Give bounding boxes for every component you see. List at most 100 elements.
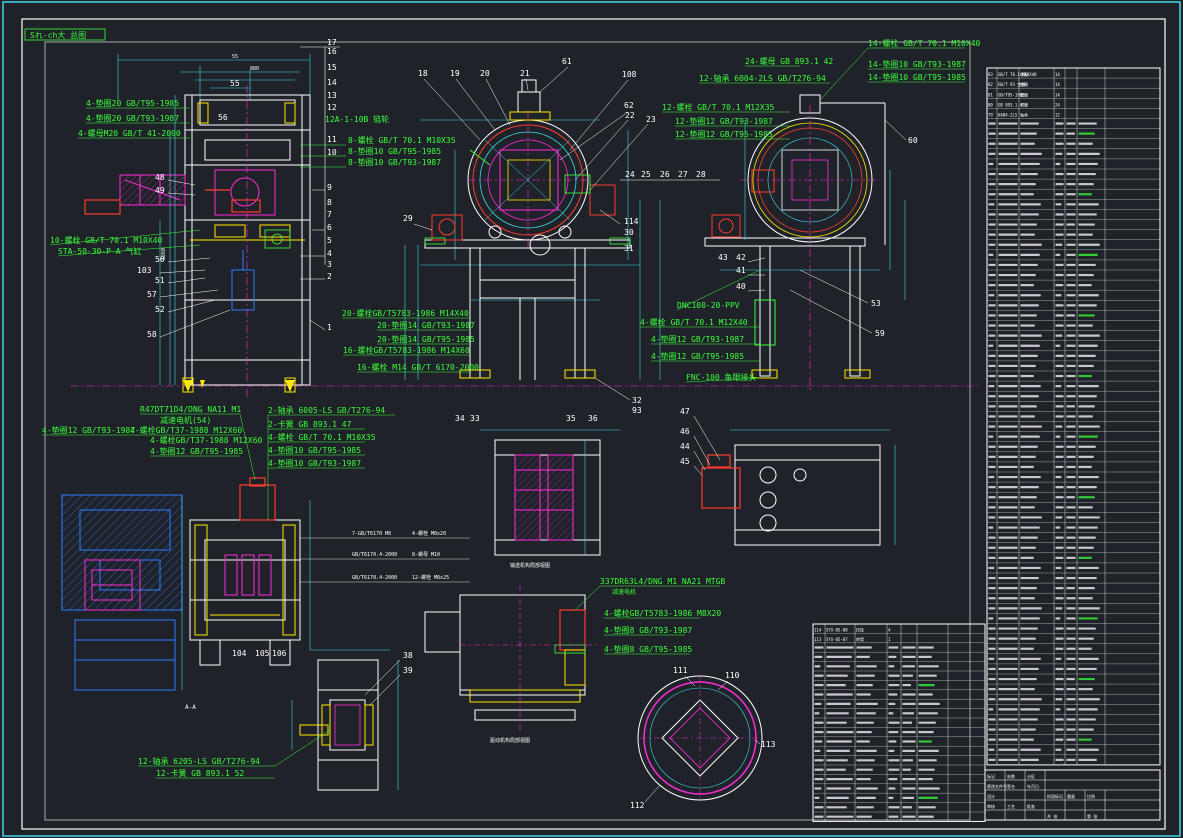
balloon-38: 38 xyxy=(403,651,413,660)
bom-cell: SYX-05-07 xyxy=(826,637,848,642)
balloon-48: 48 xyxy=(155,173,165,182)
balloon-43: 43 xyxy=(718,253,728,262)
balloon-18: 18 xyxy=(418,69,428,78)
balloon-60: 60 xyxy=(908,136,918,145)
leader-note: 8-螺栓 GB/T 70.1 M10X35 xyxy=(348,135,456,145)
balloon-93: 32 xyxy=(632,396,642,405)
leader-note: 12-轴承 6004-2LS GB/T276-94 xyxy=(699,73,826,83)
balloon-49: 49 xyxy=(155,186,165,195)
title-label: 工艺 xyxy=(1007,804,1015,809)
balloon-12: 12 xyxy=(327,103,337,112)
balloon-59: 59 xyxy=(875,329,885,338)
balloon-106: 106 xyxy=(272,649,287,658)
leader-note: 24-螺母 GB 893.1 42 xyxy=(745,56,833,66)
mid-note: 8-螺母 M10 xyxy=(412,551,440,558)
mid-note: GB/T6170.4-2000 xyxy=(352,552,397,558)
bom-cell: 螺栓 xyxy=(1020,71,1028,77)
balloon-40: 40 xyxy=(736,282,746,291)
balloon-28: 27 xyxy=(678,170,688,179)
balloon-50: 50 xyxy=(155,255,165,264)
balloon-114: 29 xyxy=(403,214,413,223)
leader-note: 2-轴承 6005-LS GB/T276-94 xyxy=(268,405,385,415)
bom-cell: 80 xyxy=(988,102,993,107)
title-label: 比例 xyxy=(1087,793,1095,799)
leader-note: 14-垫圈10 GB/T93-1987 xyxy=(868,59,966,69)
title-label: 更改文件号 xyxy=(987,783,1007,789)
mid-note: 12-螺栓 M8x25 xyxy=(412,574,449,581)
balloon-17: 17 xyxy=(327,38,337,47)
leader-note: 减速电机(54) xyxy=(160,415,211,425)
balloon-27: 26 xyxy=(660,170,670,179)
balloon-53: 53 xyxy=(871,299,881,308)
balloon-58: 58 xyxy=(147,330,157,339)
leader-note: 12-垫圈12 GB/T93-1987 xyxy=(675,116,773,126)
bom-cell: 转筒 xyxy=(856,636,864,642)
balloon-112: 112 xyxy=(630,801,645,810)
balloon-113: 113 xyxy=(761,740,776,749)
bom-cell: 14 xyxy=(1055,92,1060,97)
balloon-62: 62 xyxy=(624,101,634,110)
leader-note: STA-50-30-P-A 气缸 xyxy=(58,246,141,256)
title-label: 签名 xyxy=(1007,783,1015,789)
title-label: 年月日 xyxy=(1027,783,1039,789)
bom-cell: 6004-2LS xyxy=(998,113,1018,118)
balloon-56: 56 xyxy=(218,113,228,122)
bearing-detail-view: 38 39 12-轴承 6205-LS GB/T276-94 12-卡簧 GB … xyxy=(138,649,413,791)
bom-cell: 114 xyxy=(814,627,822,632)
balloon-23: 23 xyxy=(646,115,656,124)
bom-cell: 81 xyxy=(988,92,993,97)
bom-cell: GB/T 93 垫圈 xyxy=(998,81,1025,87)
balloon-2: 2 xyxy=(327,272,332,281)
balloon-54: 93 xyxy=(632,406,642,415)
leader-note: 4-垫圈8 GB/T95-1985 xyxy=(604,644,692,654)
balloon-32: 31 xyxy=(624,244,634,253)
dim-label: 55 xyxy=(232,54,238,60)
leader-note: 14-螺栓 GB/T 70.1 M10X40 xyxy=(868,38,981,48)
leader-note: 4-垫圈8 GB/T93-1987 xyxy=(604,625,692,635)
balloon-4: 4 xyxy=(327,249,332,258)
center-elevation-view: 18 19 20 21 61 62 108 22 23 24 25 26 27 … xyxy=(342,57,720,415)
balloon-103: 103 xyxy=(137,266,152,275)
leader-note: 12-卡簧 GB 893.1 52 xyxy=(156,768,244,778)
balloon-13: 13 xyxy=(327,91,337,100)
balloon-29: 28 xyxy=(696,170,706,179)
balloon-108: 108 xyxy=(622,70,637,79)
balloon-42: 42 xyxy=(736,253,746,262)
title-stamp: Sれ-ch大 总图 xyxy=(24,28,106,41)
balloon-15: 15 xyxy=(327,63,337,72)
caption: 输送机构局部视图 xyxy=(510,562,550,569)
leader-note: 4-垫圈20 GB/T95-1985 xyxy=(86,98,179,108)
title-label: 第 张 xyxy=(1087,813,1097,819)
title-label: 分区 xyxy=(1027,773,1035,779)
bom-cell: 24 xyxy=(1055,102,1060,107)
title-label: 共 张 xyxy=(1047,813,1057,819)
mid-note: 7-GB/T6170 M8 xyxy=(352,531,391,537)
gear-detail-view: 47 46 44 45 xyxy=(680,407,896,546)
dim-label: 880 xyxy=(250,66,259,72)
title-label: 设计 xyxy=(987,793,995,799)
leader-note: 4-垫圈12 GB/T95-1985 xyxy=(150,446,243,456)
bom-cell: GB/T 70.1 M10X40 xyxy=(998,72,1037,77)
balloon-110: 110 xyxy=(725,671,740,680)
balloon-105: 105 xyxy=(255,649,270,658)
balloon-104: 104 xyxy=(232,649,247,658)
bom-cell: 垫圈 xyxy=(1020,81,1028,87)
balloon-25: 24 xyxy=(625,170,635,179)
leader-note: R47DT71D4/DNG NA11 M1 xyxy=(140,405,241,414)
balloon-14: 14 xyxy=(327,78,337,87)
leader-note: 4-垫圈12 GB/T93-1987 xyxy=(651,334,744,344)
bom-cell: GB/T95-1985 xyxy=(998,92,1025,97)
leader-note: 4-螺栓GB/T5783-1986 M8X20 xyxy=(604,608,721,618)
balloon-20: 20 xyxy=(480,69,490,78)
leader-note: 4-螺栓GB/T37-1988 M12X60 xyxy=(150,435,263,445)
balloon-31: 30 xyxy=(624,228,634,237)
leader-note: 4-垫圈12 GB/T93-1987 xyxy=(42,425,135,435)
mid-note: 4-螺栓 M8x20 xyxy=(412,530,446,537)
balloon-34: 34 xyxy=(455,414,465,423)
balloon-21: 21 xyxy=(520,69,530,78)
left-elevation-view: 55 880 55 xyxy=(49,38,980,400)
bom-cell: 113 xyxy=(814,637,822,642)
